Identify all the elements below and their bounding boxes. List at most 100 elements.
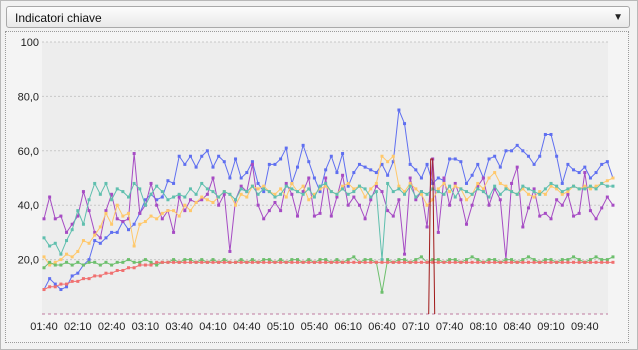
data-point	[605, 160, 609, 164]
data-point	[160, 260, 164, 264]
data-point	[239, 176, 243, 180]
data-point	[448, 184, 452, 188]
x-tick-label: 04:10	[199, 321, 227, 333]
data-point	[403, 122, 407, 126]
data-point	[363, 187, 367, 191]
data-point	[436, 260, 440, 264]
data-point	[369, 168, 373, 172]
data-point	[234, 203, 238, 207]
data-point	[510, 181, 514, 185]
data-point	[318, 260, 322, 264]
data-point	[104, 260, 108, 264]
data-point	[588, 260, 592, 264]
data-point	[605, 184, 609, 188]
data-point	[335, 260, 339, 264]
data-point	[583, 187, 587, 191]
data-point	[121, 260, 125, 264]
data-point	[436, 190, 440, 194]
data-point	[363, 165, 367, 169]
x-tick-label: 09:10	[537, 321, 565, 333]
data-point	[521, 260, 525, 264]
data-point	[380, 260, 384, 264]
data-point	[566, 190, 570, 194]
data-point	[172, 230, 176, 234]
data-point	[363, 195, 367, 199]
data-point	[566, 192, 570, 196]
data-point	[572, 168, 576, 172]
data-point	[262, 260, 266, 264]
data-point	[121, 214, 125, 218]
triangle-down-icon[interactable]: ▼	[613, 12, 623, 23]
data-point	[521, 258, 525, 262]
data-point	[549, 184, 553, 188]
data-point	[149, 181, 153, 185]
data-point	[121, 268, 125, 272]
data-point	[200, 195, 204, 199]
data-point	[532, 258, 536, 262]
data-point	[611, 184, 615, 188]
data-point	[324, 260, 328, 264]
data-point	[560, 192, 564, 196]
data-point	[290, 187, 294, 191]
data-point	[329, 260, 333, 264]
data-point	[498, 181, 502, 185]
data-point	[222, 190, 226, 194]
data-point	[200, 258, 204, 262]
data-point	[532, 190, 536, 194]
data-point	[504, 260, 508, 264]
data-point	[279, 157, 283, 161]
data-point	[273, 195, 277, 199]
data-point	[188, 154, 192, 158]
data-point	[290, 192, 294, 196]
data-point	[566, 258, 570, 262]
data-point	[53, 241, 57, 245]
data-point	[267, 258, 271, 262]
data-point	[588, 258, 592, 262]
data-point	[70, 228, 74, 232]
data-point	[594, 187, 598, 191]
data-point	[211, 176, 215, 180]
data-point	[42, 217, 46, 221]
data-point	[301, 143, 305, 147]
data-point	[284, 195, 288, 199]
data-point	[166, 209, 170, 213]
data-point	[538, 192, 542, 196]
data-point	[391, 260, 395, 264]
data-point	[386, 209, 390, 213]
data-point	[188, 258, 192, 262]
data-point	[177, 154, 181, 158]
data-point	[414, 198, 418, 202]
data-point	[453, 184, 457, 188]
data-point	[374, 260, 378, 264]
data-point	[273, 192, 277, 196]
data-point	[498, 260, 502, 264]
data-point	[465, 198, 468, 202]
data-point	[166, 260, 170, 264]
data-point	[307, 260, 311, 264]
data-point	[419, 255, 423, 259]
data-point	[600, 260, 604, 264]
data-point	[386, 260, 390, 264]
data-point	[448, 157, 452, 161]
data-point	[273, 260, 277, 264]
data-point	[42, 266, 46, 270]
data-point	[481, 260, 485, 264]
data-point	[566, 260, 570, 264]
data-point	[543, 258, 547, 262]
data-point	[470, 192, 474, 196]
data-point	[459, 160, 463, 164]
data-point	[104, 236, 108, 240]
data-point	[403, 192, 407, 196]
data-point	[408, 260, 412, 264]
data-point	[234, 198, 238, 202]
data-point	[205, 149, 209, 153]
data-point	[391, 154, 395, 158]
data-point	[211, 258, 215, 262]
data-point	[59, 258, 63, 262]
indicator-dropdown[interactable]: Indicatori chiave ▼	[6, 6, 630, 28]
data-point	[138, 263, 142, 267]
data-point	[279, 258, 283, 262]
data-point	[70, 279, 74, 283]
data-point	[312, 260, 316, 264]
data-point	[476, 187, 480, 191]
